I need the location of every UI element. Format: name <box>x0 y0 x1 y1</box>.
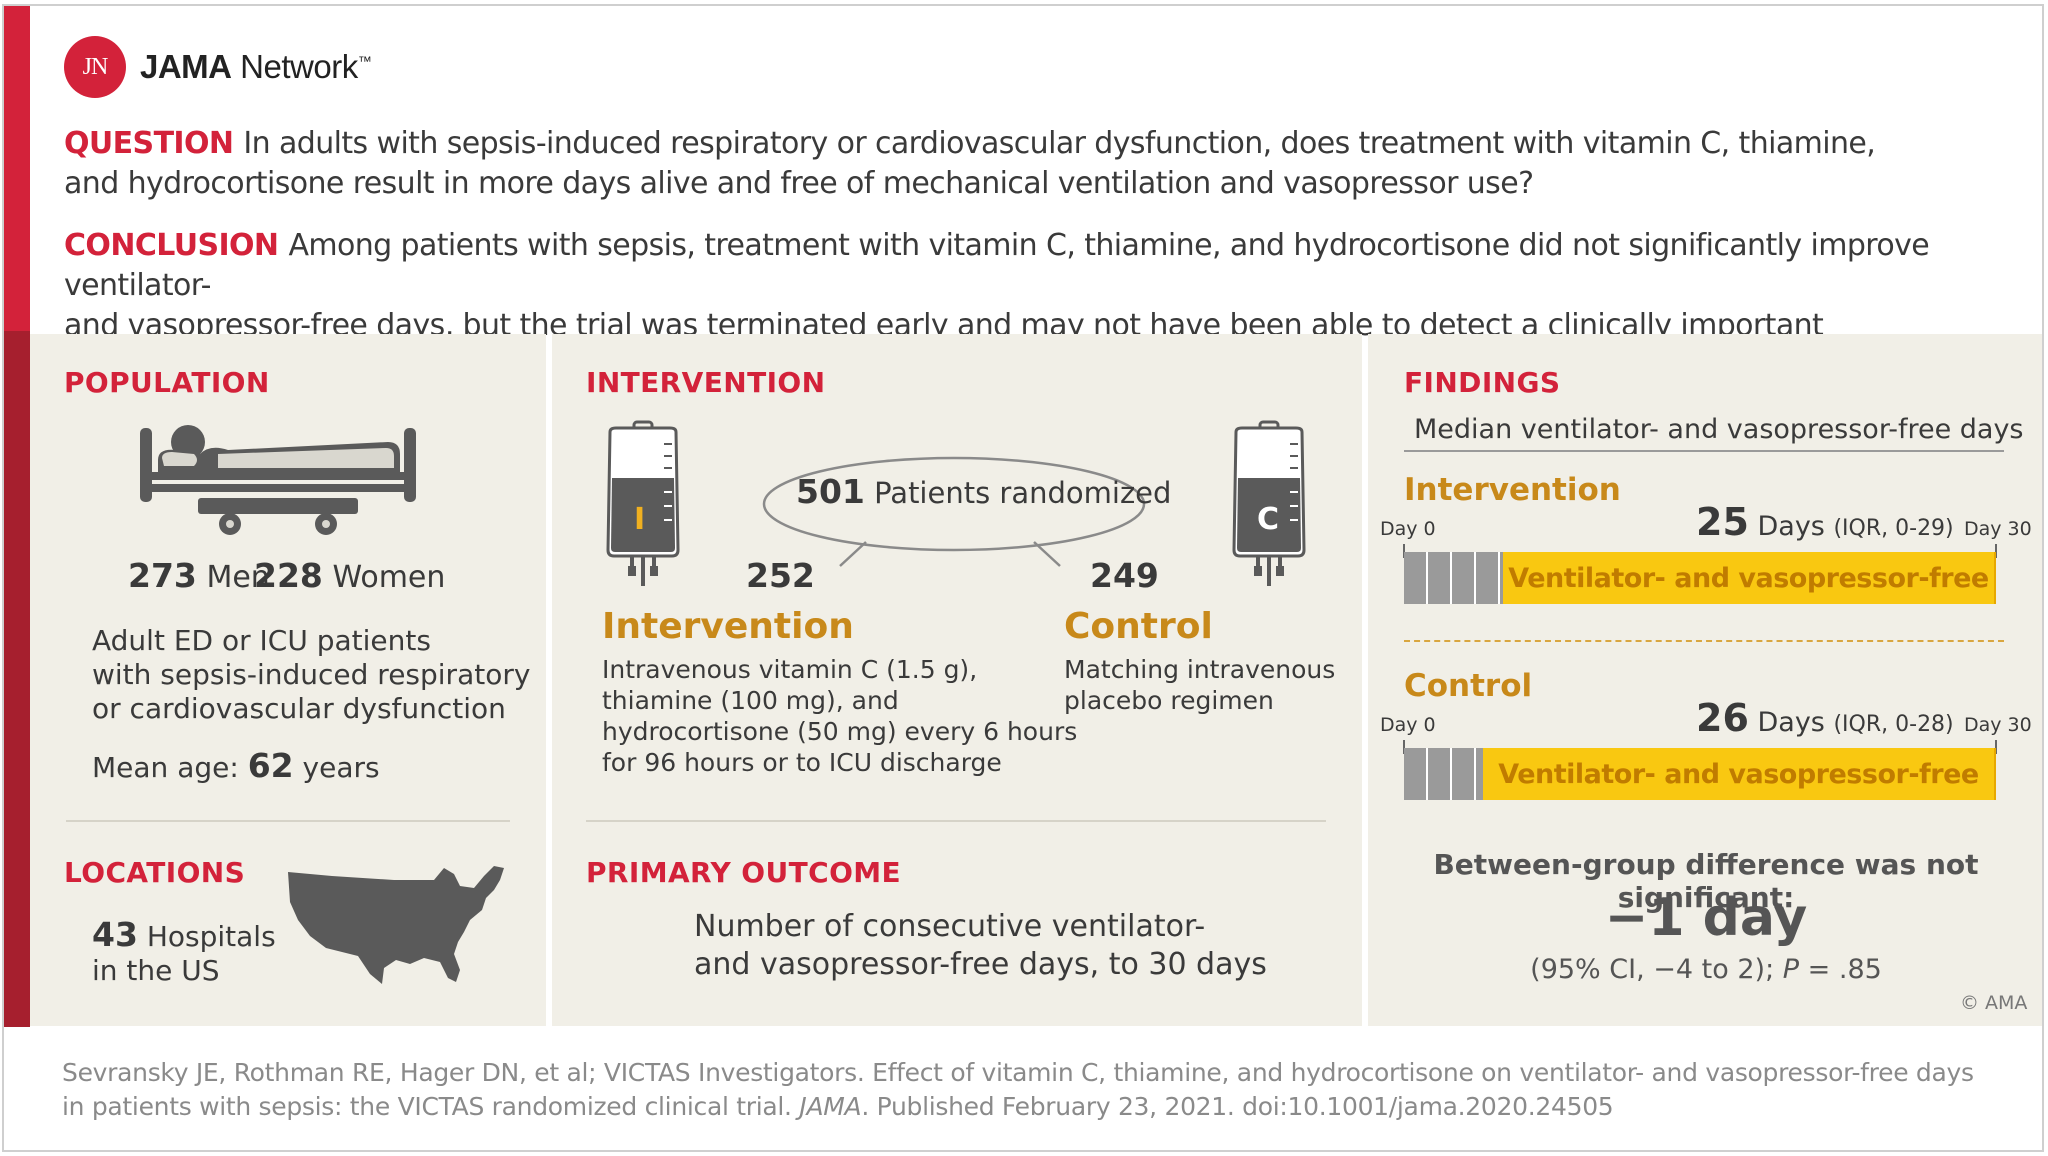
findings-dashed-divider <box>1404 640 2004 642</box>
intervention-day0-label: Day 0 <box>1380 518 1436 540</box>
findings-intervention-label: Intervention <box>1404 472 1621 508</box>
mean-age: Mean age: 62 years <box>92 746 380 785</box>
hospital-bed-icon <box>140 425 416 535</box>
randomized-ellipse <box>762 456 1146 567</box>
intervention-bar-grey-segment <box>1404 552 1503 604</box>
findings-panel: FINDINGS Median ventilator- and vasopres… <box>1368 334 2042 1026</box>
copyright: © AMA <box>1960 992 2028 1014</box>
intervention-tick-day30 <box>1995 544 1997 558</box>
population-divider <box>66 820 510 822</box>
brand-name: JAMA Network™ <box>140 48 372 85</box>
iv-bag-control-icon <box>1232 420 1306 586</box>
intervention-day30-label: Day 30 <box>1964 518 2032 540</box>
citation-line-1: Sevransky JE, Rothman RE, Hager DN, et a… <box>62 1058 1974 1087</box>
patients-randomized: 501 Patients randomized <box>796 472 1172 511</box>
intervention-heading: INTERVENTION <box>586 366 826 399</box>
findings-subtitle: Median ventilator- and vasopressor-free … <box>1414 414 2024 445</box>
accent-bar-bottom <box>4 331 30 1027</box>
control-day0-label: Day 0 <box>1380 714 1436 736</box>
intervention-tick-day0 <box>1403 544 1405 558</box>
control-tick-day30 <box>1995 740 1997 754</box>
confidence-interval: (95% CI, −4 to 2); P = .85 <box>1530 954 1882 985</box>
intervention-count: 252 <box>746 556 815 595</box>
intervention-divider <box>586 820 1326 822</box>
iv-bag-intervention-icon <box>606 420 680 586</box>
intervention-arm-description: Intravenous vitamin C (1.5 g), thiamine … <box>602 655 1078 777</box>
locations-heading: LOCATIONS <box>64 856 246 889</box>
question-line-1: In adults with sepsis-induced respirator… <box>243 126 1876 161</box>
findings-heading: FINDINGS <box>1404 366 1561 399</box>
control-bar: Ventilator- and vasopressor-free <box>1404 748 1996 800</box>
question-block: QUESTION In adults with sepsis-induced re… <box>64 124 1984 204</box>
conclusion-label: CONCLUSION <box>64 228 279 263</box>
conclusion-line-1: Among patients with sepsis, treatment wi… <box>64 228 1930 303</box>
control-day30-label: Day 30 <box>1964 714 2032 736</box>
men-count-line: 273 Men <box>128 556 270 595</box>
intervention-panel: INTERVENTION I C 501 Patients randomize <box>552 334 1362 1026</box>
control-median: 26 Days (IQR, 0-28) <box>1696 696 1954 740</box>
findings-subtitle-rule <box>1404 450 2004 452</box>
iv-bag-i-label: I <box>634 502 646 537</box>
control-arm-title: Control <box>1064 606 1213 647</box>
control-count: 249 <box>1090 556 1159 595</box>
findings-control-label: Control <box>1404 668 1533 704</box>
jama-network-logo[interactable]: JN JAMA Network™ <box>64 36 372 98</box>
population-description: Adult ED or ICU patients with sepsis-ind… <box>92 624 531 725</box>
intervention-median: 25 Days (IQR, 0-29) <box>1696 500 1954 544</box>
primary-outcome-text: Number of consecutive ventilator- and va… <box>694 909 1267 982</box>
intervention-arm-title: Intervention <box>602 606 854 647</box>
question-label: QUESTION <box>64 126 234 161</box>
between-group-value: −1 day <box>1604 888 1808 948</box>
citation: Sevransky JE, Rothman RE, Hager DN, et a… <box>62 1056 1974 1124</box>
intervention-bar: Ventilator- and vasopressor-free <box>1404 552 1996 604</box>
question-line-2: and hydrocortisone result in more days a… <box>64 166 1534 201</box>
iv-bag-c-label: C <box>1257 502 1280 537</box>
intervention-bar-free-segment: Ventilator- and vasopressor-free <box>1503 552 1996 604</box>
control-tick-day0 <box>1403 740 1405 754</box>
population-heading: POPULATION <box>64 366 270 399</box>
between-group-label: Between-group difference was not signifi… <box>1433 848 1979 914</box>
women-count-line: 228 Women <box>254 556 446 595</box>
control-arm-description: Matching intravenous placebo regimen <box>1064 655 1336 715</box>
jn-logo-icon: JN <box>64 36 126 98</box>
primary-outcome-heading: PRIMARY OUTCOME <box>586 856 902 889</box>
control-bar-free-segment: Ventilator- and vasopressor-free <box>1483 748 1996 800</box>
us-map-icon <box>288 866 504 984</box>
hospitals-count: 43 Hospitals in the US <box>92 915 276 988</box>
citation-line-2: in patients with sepsis: the VICTAS rand… <box>62 1092 1614 1121</box>
accent-bar-top <box>4 6 30 331</box>
control-bar-grey-segment <box>1404 748 1483 800</box>
population-panel: POPULATION 273 Men 228 Women Adult ED or… <box>30 334 546 1026</box>
